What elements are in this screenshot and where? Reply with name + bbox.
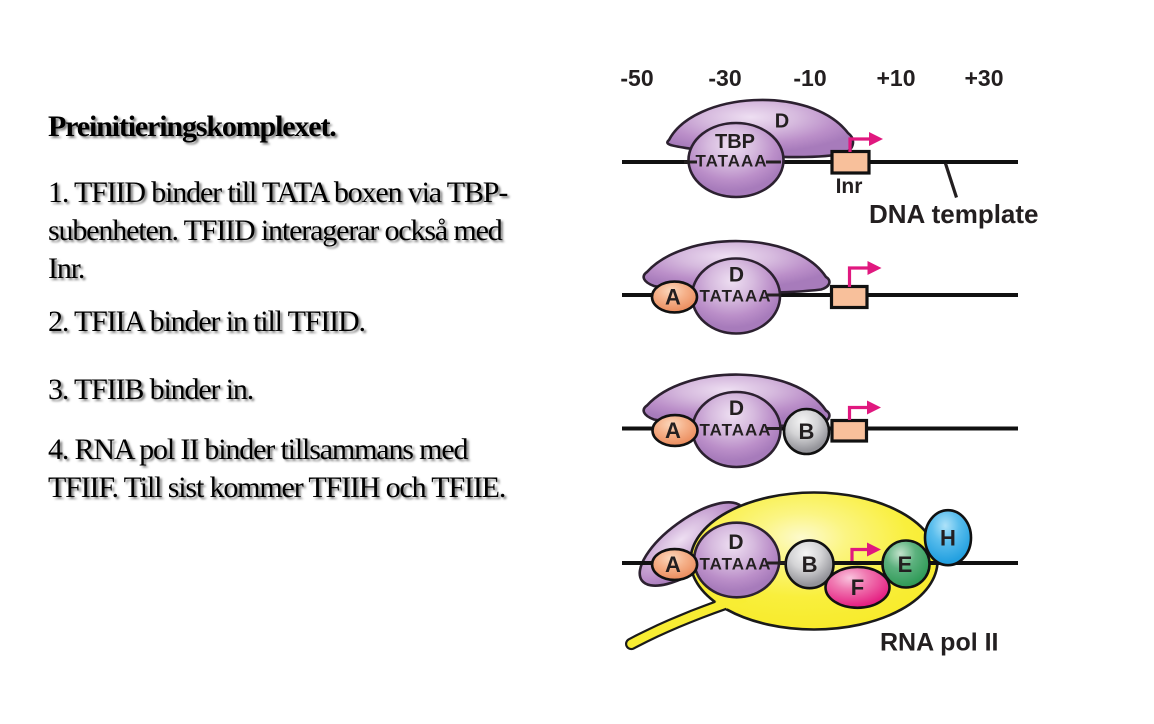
svg-text:-30: -30 [708, 65, 741, 91]
svg-text:TATAAA: TATAAA [695, 152, 767, 171]
svg-text:DNA template: DNA template [869, 199, 1039, 229]
svg-text:TATAAA: TATAAA [699, 421, 771, 440]
svg-text:F: F [851, 575, 864, 600]
svg-text:-10: -10 [793, 65, 826, 91]
svg-text:B: B [802, 552, 818, 577]
svg-text:D: D [729, 397, 744, 420]
svg-text:Inr: Inr [836, 175, 863, 198]
svg-text:A: A [665, 418, 681, 443]
svg-text:+10: +10 [876, 65, 915, 91]
svg-text:-50: -50 [620, 65, 653, 91]
svg-text:D: D [729, 264, 744, 287]
svg-text:RNA pol II: RNA pol II [880, 629, 999, 657]
svg-text:TATAAA: TATAAA [699, 555, 771, 574]
svg-text:TBP: TBP [715, 131, 755, 153]
svg-text:B: B [799, 419, 815, 444]
svg-text:D: D [728, 531, 743, 554]
svg-text:D: D [775, 111, 789, 133]
svg-text:A: A [665, 285, 681, 310]
svg-text:TATAAA: TATAAA [699, 287, 771, 306]
svg-text:A: A [665, 552, 681, 577]
svg-text:E: E [898, 552, 913, 577]
svg-text:H: H [940, 526, 956, 551]
svg-text:+30: +30 [964, 65, 1003, 91]
